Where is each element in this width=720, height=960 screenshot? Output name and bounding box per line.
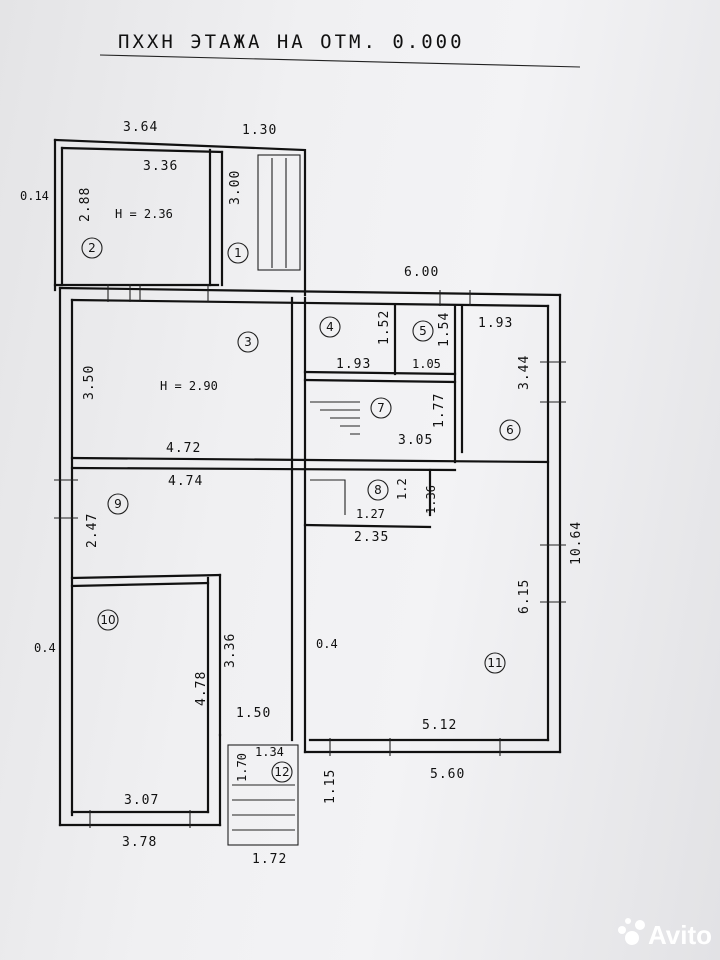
room-marker-4 — [319, 316, 341, 338]
opening-marks — [54, 284, 566, 828]
dim-247: 2.47 — [85, 513, 100, 548]
dim-364: 3.64 — [123, 120, 158, 135]
room-markers: 1 2 3 4 5 6 7 8 9 10 11 12 — [81, 237, 521, 783]
room-number-11: 11 — [487, 656, 502, 670]
dimensions: 3.64 1.30 3.36 3.00 2.88 0.14 6.00 1.52 … — [20, 120, 584, 867]
room-marker-3 — [237, 331, 259, 353]
dim-288: 2.88 — [78, 187, 93, 222]
room-marker-7 — [370, 397, 392, 419]
room-marker-9 — [107, 493, 129, 515]
room-number-10: 10 — [100, 613, 115, 627]
room-marker-10 — [97, 609, 119, 631]
dim-615: 6.15 — [517, 579, 532, 614]
room2-height: H = 2.36 — [115, 207, 173, 221]
dim-474: 4.74 — [168, 474, 203, 489]
dim-344: 3.44 — [517, 355, 532, 390]
dim-136: 1.36 — [424, 485, 438, 514]
dim-134: 1.34 — [255, 745, 284, 759]
room-number-9: 9 — [114, 497, 122, 511]
plan-title: ПХХН ЭТАЖА НА ОТМ. 0.000 — [118, 31, 465, 53]
dim-378: 3.78 — [122, 835, 157, 850]
dim-04b: 0.4 — [316, 637, 338, 651]
dim-300: 3.00 — [228, 170, 243, 205]
dim-193b: 1.93 — [336, 357, 371, 372]
dim-014: 0.14 — [20, 189, 49, 203]
dim-560: 5.60 — [430, 767, 465, 782]
dim-350: 3.50 — [82, 365, 97, 400]
dim-336b: 3.36 — [223, 633, 238, 668]
room-marker-8 — [367, 479, 389, 501]
dim-305: 3.05 — [398, 433, 433, 448]
room-number-8: 8 — [374, 483, 382, 497]
room-number-4: 4 — [326, 320, 334, 334]
avito-logo-icon — [618, 918, 645, 945]
dim-152: 1.52 — [377, 310, 392, 345]
room-marker-6 — [499, 419, 521, 441]
room-number-12: 12 — [274, 765, 289, 779]
dim-115: 1.15 — [323, 769, 338, 804]
dim-170: 1.70 — [235, 753, 249, 782]
dim-1064: 10.64 — [569, 521, 584, 565]
dim-12: 1.2 — [395, 478, 409, 500]
dim-04a: 0.4 — [34, 641, 56, 655]
dim-235: 2.35 — [354, 530, 389, 545]
dim-105: 1.05 — [412, 357, 441, 371]
room-number-5: 5 — [419, 324, 427, 338]
title-underline — [99, 54, 581, 68]
dim-172: 1.72 — [252, 852, 287, 867]
dim-130: 1.30 — [242, 123, 277, 138]
room-number-6: 6 — [506, 423, 514, 437]
dim-472: 4.72 — [166, 441, 201, 456]
walls — [53, 138, 562, 846]
dim-478: 4.78 — [194, 671, 209, 706]
dim-127: 1.27 — [356, 507, 385, 521]
watermark: Avito — [618, 918, 712, 950]
room-marker-2 — [81, 237, 103, 259]
dim-154: 1.54 — [437, 312, 452, 347]
room-number-1: 1 — [234, 246, 242, 260]
dim-150: 1.50 — [236, 706, 271, 721]
room-marker-5 — [412, 320, 434, 342]
dim-336a: 3.36 — [143, 159, 178, 174]
dim-600: 6.00 — [404, 265, 439, 280]
room-marker-12 — [271, 761, 293, 783]
room-number-3: 3 — [244, 335, 252, 349]
dim-177: 1.77 — [432, 393, 447, 428]
room-marker-1 — [227, 242, 249, 264]
dim-512: 5.12 — [422, 718, 457, 733]
room-number-2: 2 — [88, 241, 96, 255]
room-marker-11 — [484, 652, 506, 674]
dim-307: 3.07 — [124, 793, 159, 808]
watermark-text: Avito — [648, 920, 712, 950]
room3-height: H = 2.90 — [160, 379, 218, 393]
room-number-7: 7 — [377, 401, 385, 415]
dim-193a: 1.93 — [478, 316, 513, 331]
